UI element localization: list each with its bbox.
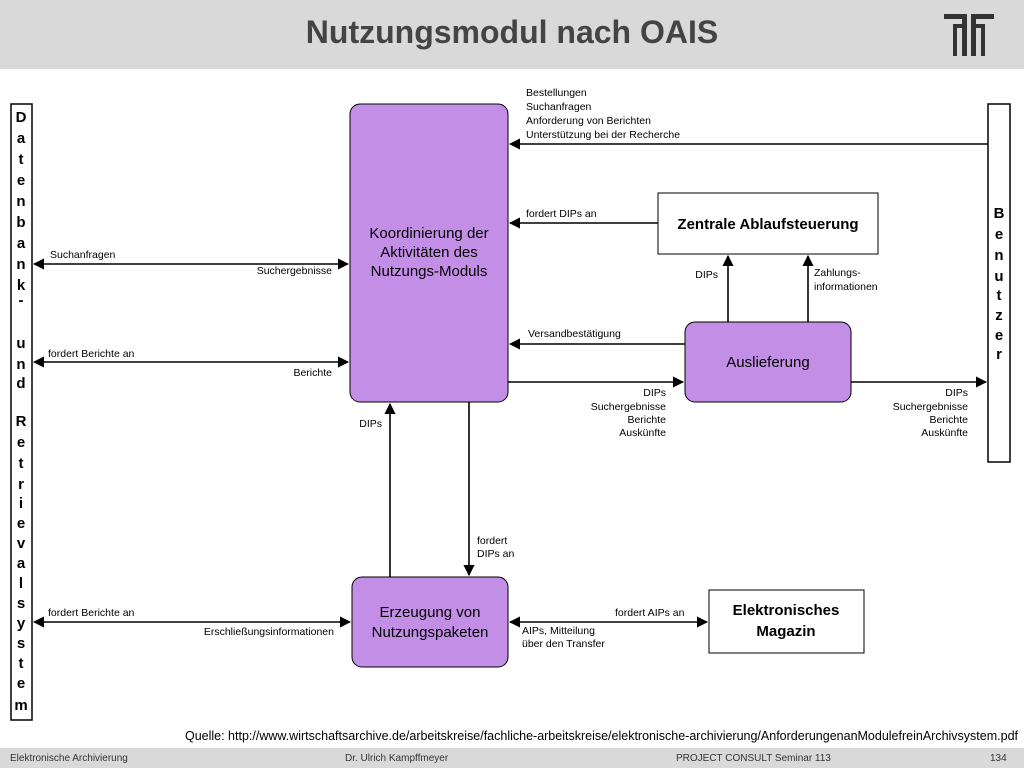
label-aips-transfer: AIPs, Mitteilung	[522, 625, 595, 637]
label-dips-up: DIPs	[695, 269, 718, 281]
left-letter: s	[17, 635, 25, 652]
right-letter: B	[994, 205, 1005, 222]
slide-title: Nutzungsmodul nach OAIS	[305, 14, 719, 50]
label-demands-reports: fordert Berichte an	[48, 348, 135, 360]
label-output-right: Suchergebnisse	[893, 401, 968, 413]
right-letter: r	[996, 346, 1002, 363]
left-letter: m	[14, 697, 27, 714]
left-letter: t	[19, 655, 24, 672]
label-demands-dips: fordert DIPs an	[526, 208, 597, 220]
label-search-queries: Suchanfragen	[50, 249, 116, 261]
label-output-mid: Berichte	[627, 414, 666, 426]
left-letter: t	[19, 151, 24, 168]
delivery-label: Auslieferung	[726, 354, 809, 371]
left-letter: -	[19, 292, 24, 309]
label-requests: Bestellungen	[526, 87, 587, 99]
left-letter: e	[17, 515, 25, 532]
delivery-box	[684, 321, 852, 403]
source-citation: Quelle: http://www.wirtschaftsarchive.de…	[184, 729, 1018, 743]
label-payment: informationen	[814, 281, 878, 293]
label-requests: Suchanfragen	[526, 101, 592, 113]
coordination-label-line: Nutzungs-Moduls	[371, 263, 488, 280]
left-letter: D	[16, 109, 27, 126]
oais-access-diagram: D a t e n b a n k - u n d R e t r i e v …	[10, 87, 1011, 721]
left-letter: e	[17, 434, 25, 451]
right-letter: e	[995, 327, 1003, 344]
left-letter: r	[18, 476, 24, 493]
left-letter: b	[16, 214, 25, 231]
left-letter: i	[19, 495, 23, 512]
archive-label-line: Magazin	[756, 623, 815, 640]
production-label-line: Nutzungspaketen	[372, 624, 489, 641]
label-dips-left: DIPs	[359, 418, 382, 430]
central-control-label: Zentrale Ablaufsteuerung	[677, 216, 858, 233]
right-letter: n	[994, 247, 1003, 264]
left-letter: n	[16, 356, 25, 373]
coordination-label-line: Koordinierung der	[369, 225, 488, 242]
right-letter: z	[995, 307, 1003, 324]
label-reports: Berichte	[293, 367, 332, 379]
left-letter: y	[17, 615, 26, 632]
label-demands-dips-down: DIPs an	[477, 548, 515, 560]
right-letter: e	[995, 226, 1003, 243]
production-label-line: Erzeugung von	[380, 604, 481, 621]
right-entity-label: B e n u t z e r	[994, 205, 1005, 363]
left-letter: n	[16, 193, 25, 210]
footer-seminar: PROJECT CONSULT Seminar 113	[676, 753, 831, 764]
label-aips-transfer: über den Transfer	[522, 638, 605, 650]
left-letter: k	[17, 277, 26, 294]
label-output-mid: DIPs	[643, 387, 666, 399]
company-logo-icon	[944, 14, 994, 56]
label-demands-dips-down: fordert	[477, 535, 507, 547]
label-output-right: DIPs	[945, 387, 968, 399]
left-letter: v	[17, 535, 26, 552]
production-box	[351, 576, 509, 668]
left-letter: e	[17, 172, 25, 189]
coordination-label-line: Aktivitäten des	[380, 244, 478, 261]
left-entity-label: D a t e n b a n k - u n d R e t r i e v …	[14, 109, 27, 714]
title-bar: Nutzungsmodul nach OAIS	[0, 0, 1024, 69]
left-letter: u	[16, 335, 25, 352]
left-letter: a	[17, 130, 26, 147]
archive-label-line: Elektronisches	[733, 602, 840, 619]
label-requests: Anforderung von Berichten	[526, 115, 651, 127]
label-demands-reports-2: fordert Berichte an	[48, 607, 135, 619]
footer-left: Elektronische Archivierung	[10, 753, 128, 764]
label-output-mid: Auskünfte	[619, 427, 666, 439]
left-entity-box	[10, 103, 33, 721]
left-letter: R	[16, 413, 27, 430]
label-output-right: Berichte	[929, 414, 968, 426]
central-control-box	[657, 192, 879, 255]
right-letter: u	[994, 268, 1003, 285]
left-letter: a	[17, 555, 26, 572]
left-letter: e	[17, 675, 25, 692]
left-letter: d	[16, 375, 25, 392]
left-letter: n	[16, 256, 25, 273]
right-entity-box	[987, 103, 1011, 463]
label-demands-aips: fordert AIPs an	[615, 607, 685, 619]
left-letter: a	[17, 235, 26, 252]
footer-bar: Elektronische Archivierung Dr. Ulrich Ka…	[0, 748, 1024, 768]
label-requests: Unterstützung bei der Recherche	[526, 129, 680, 141]
page-number: 134	[990, 753, 1007, 764]
left-letter: s	[17, 595, 25, 612]
label-output-mid: Suchergebnisse	[591, 401, 666, 413]
left-letter: l	[19, 575, 23, 592]
label-indexing-info: Erschließungsinformationen	[204, 626, 334, 638]
label-payment: Zahlungs-	[814, 267, 861, 279]
archive-box	[708, 589, 865, 654]
coordination-box	[349, 103, 509, 403]
label-search-results: Suchergebnisse	[257, 265, 332, 277]
label-output-right: Auskünfte	[921, 427, 968, 439]
label-shipping-confirmation: Versandbestätigung	[528, 328, 621, 340]
footer-author: Dr. Ulrich Kampffmeyer	[345, 753, 449, 764]
right-letter: t	[997, 287, 1002, 304]
left-letter: t	[19, 455, 24, 472]
